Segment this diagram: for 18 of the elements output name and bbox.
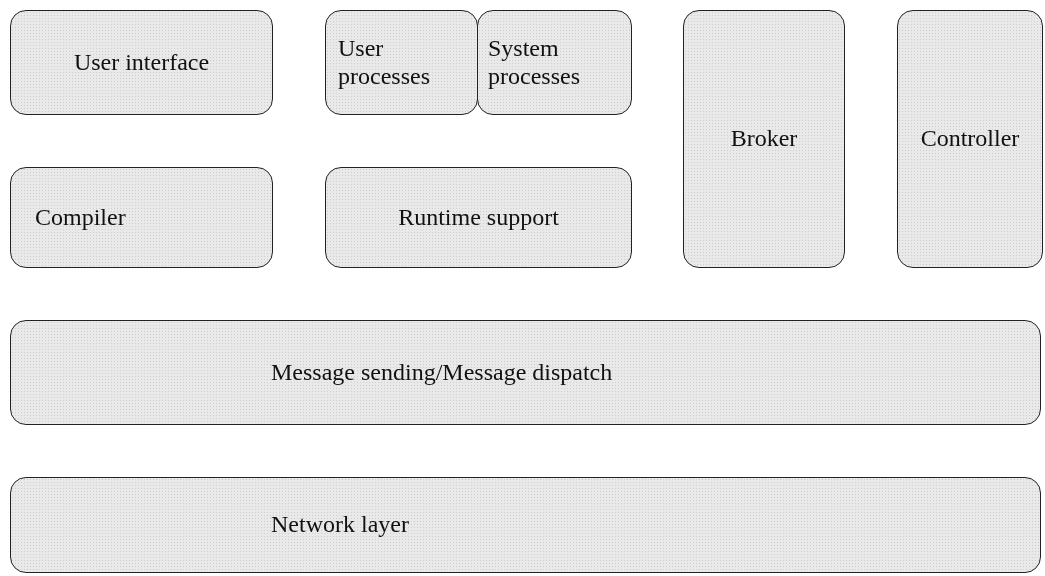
layer-box: [10, 477, 1041, 573]
box-label: Compiler: [35, 203, 126, 232]
layer-box: [477, 10, 632, 115]
layer-box: [897, 10, 1043, 268]
layer-box: [10, 167, 273, 268]
box-label: Runtime support: [398, 203, 559, 232]
box-label: System processes: [488, 34, 581, 91]
box-label: Network layer: [271, 511, 409, 539]
box-label: Message sending/Message dispatch: [271, 358, 613, 387]
layer-box: [10, 320, 1041, 425]
box-label: User processes: [338, 34, 431, 91]
box-label: Controller: [920, 125, 1020, 153]
layer-box: [683, 10, 845, 268]
layer-box: [10, 10, 273, 115]
box-label: User interface: [73, 48, 210, 77]
layer-box: [325, 167, 632, 268]
layer-box: [325, 10, 478, 115]
box-label: Broker: [730, 125, 798, 153]
